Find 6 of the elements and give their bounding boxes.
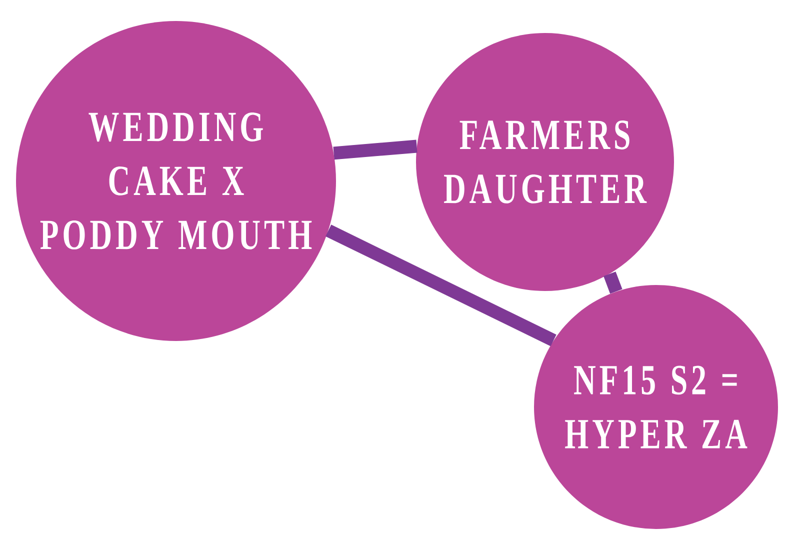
circle-node: NF15 S2 = HYPER ZA — [534, 284, 778, 529]
circle-node: FARMERS DAUGHTER — [416, 33, 674, 291]
connector-line — [326, 224, 556, 346]
connector-line — [333, 140, 418, 160]
connector-line — [604, 272, 622, 294]
circle-node: WEDDING CAKE X PODDY MOUTH — [16, 21, 336, 341]
